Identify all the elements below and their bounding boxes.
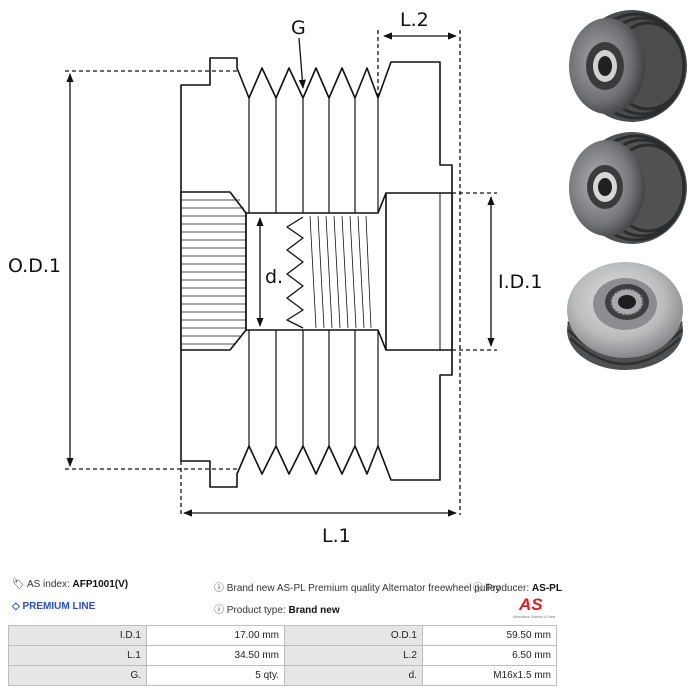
spec-key: G. (8, 665, 147, 686)
tag-icon: 🏷︎ (12, 579, 25, 590)
description-text: Brand new AS-PL Premium quality Alternat… (226, 583, 501, 594)
spec-value: 17.00 mm (146, 625, 285, 646)
label-id1: I.D.1 (498, 271, 542, 293)
product-type-value: Brand new (288, 605, 340, 616)
spec-table: I.D.1 17.00 mm O.D.1 59.50 mm L.1 34.50 … (8, 625, 557, 686)
description-row: ⓘ Brand new AS-PL Premium quality Altern… (214, 579, 500, 594)
label-d: d. (265, 266, 283, 288)
product-photo-angle (569, 132, 687, 244)
info-icon: ⓘ (473, 583, 483, 594)
product-type-row: ⓘ Product type: Brand new (214, 601, 340, 616)
label-g: G (291, 17, 306, 39)
spec-key: O.D.1 (284, 625, 423, 646)
logo-text: AS (518, 595, 543, 614)
as-index-row: 🏷︎ AS index: AFP1001(V) (12, 579, 128, 590)
product-photo-back (567, 262, 683, 370)
premium-line-label: PREMIUM LINE (22, 601, 96, 612)
producer-row: ⓘ Producer: AS-PL (473, 579, 562, 594)
info-icon: ⓘ (214, 583, 224, 594)
spec-key: L.1 (8, 645, 147, 666)
spec-key: I.D.1 (8, 625, 147, 646)
as-index-label: AS index: (26, 579, 70, 590)
label-l2: L.2 (400, 9, 429, 31)
spec-value: 5 qty. (146, 665, 285, 686)
spec-value: M16x1.5 mm (422, 665, 557, 686)
product-type-label: Product type: (226, 605, 286, 616)
label-l1: L.1 (322, 525, 351, 547)
spec-value: 59.50 mm (422, 625, 557, 646)
spec-key: d. (284, 665, 423, 686)
info-icon: ⓘ (214, 605, 224, 616)
logo-tagline: Alternators, Starters & Parts (513, 615, 556, 619)
table-row: I.D.1 17.00 mm O.D.1 59.50 mm (8, 625, 557, 646)
producer-label: Producer: (485, 583, 530, 594)
spec-key: L.2 (284, 645, 423, 666)
as-pl-logo: AS Alternators, Starters & Parts (513, 593, 559, 621)
label-od1: O.D.1 (8, 255, 61, 277)
premium-line-row: ◇ PREMIUM LINE (12, 601, 95, 612)
diamond-icon: ◇ (12, 601, 20, 612)
product-photo-front (569, 10, 687, 122)
pulley-outline (180, 57, 453, 488)
spec-value: 6.50 mm (422, 645, 557, 666)
table-row: L.1 34.50 mm L.2 6.50 mm (8, 645, 557, 666)
producer-value: AS-PL (531, 583, 562, 594)
as-index-value: AFP1001(V) (72, 579, 129, 590)
pulley-technical-drawing: G L.2 O.D.1 I.D.1 d. L.1 (8, 9, 542, 547)
spec-value: 34.50 mm (146, 645, 285, 666)
table-row: G. 5 qty. d. M16x1.5 mm (8, 665, 557, 686)
